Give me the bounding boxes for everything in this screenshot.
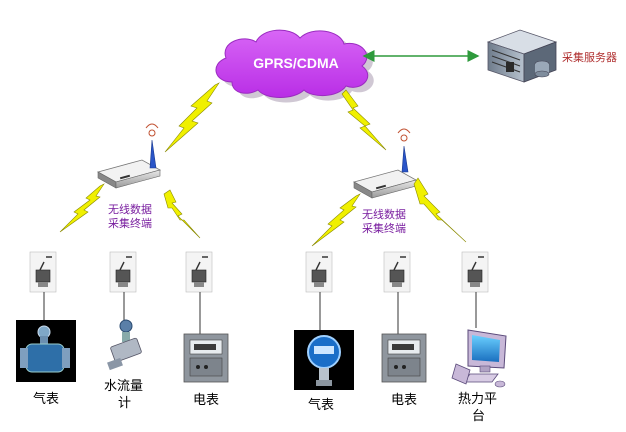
terminal-label: 无线数据 采集终端: [362, 208, 406, 236]
meter-label: 电表: [193, 393, 220, 408]
meter-label-line1: 热力平: [458, 392, 498, 407]
router-icon: [352, 128, 418, 199]
terminal-label-line2: 采集终端: [362, 222, 406, 235]
lightning-cloud-left: [164, 82, 220, 153]
collector-module: [305, 251, 333, 330]
water-flow-meter-icon: [107, 319, 142, 371]
collector-module: [29, 251, 57, 320]
collector-module: [461, 251, 489, 328]
lightning-cloud-right: [341, 89, 387, 151]
network-label: GPRS/CDMA: [253, 55, 339, 71]
meter-label: 气表: [308, 398, 335, 413]
terminal-label-line1: 无线数据: [362, 208, 406, 221]
lightning-bolt: [311, 193, 361, 247]
gas-meter-icon: [294, 330, 354, 390]
terminal-label: 无线数据 采集终端: [108, 203, 152, 231]
server-label: 采集服务器: [562, 51, 617, 64]
collector-module: [383, 251, 411, 334]
collector-module: [109, 251, 137, 320]
collector-module: [185, 251, 213, 334]
terminal-label-line2: 采集终端: [108, 217, 152, 230]
gprs-cloud: [215, 29, 374, 103]
meter-label-line2: 台: [472, 409, 486, 424]
electric-meter-icon: [183, 333, 229, 383]
meter-label-line1: 水流量: [104, 379, 144, 394]
lightning-bolt: [59, 183, 105, 233]
gas-meter-icon: [16, 320, 76, 382]
meter-label-line2: 计: [118, 396, 132, 411]
router-icon: [96, 123, 162, 189]
terminal-label-line1: 无线数据: [108, 203, 152, 216]
meter-label: 气表: [33, 392, 60, 407]
lightning-bolt: [413, 177, 467, 243]
server-icon: [486, 29, 558, 83]
meter-label: 电表: [391, 393, 418, 408]
meter-label: 热力平 台: [458, 391, 497, 425]
meter-label: 水流量 计: [104, 378, 143, 412]
electric-meter-icon: [381, 333, 427, 383]
lightning-bolt: [163, 189, 201, 239]
computer-icon: [451, 329, 507, 388]
